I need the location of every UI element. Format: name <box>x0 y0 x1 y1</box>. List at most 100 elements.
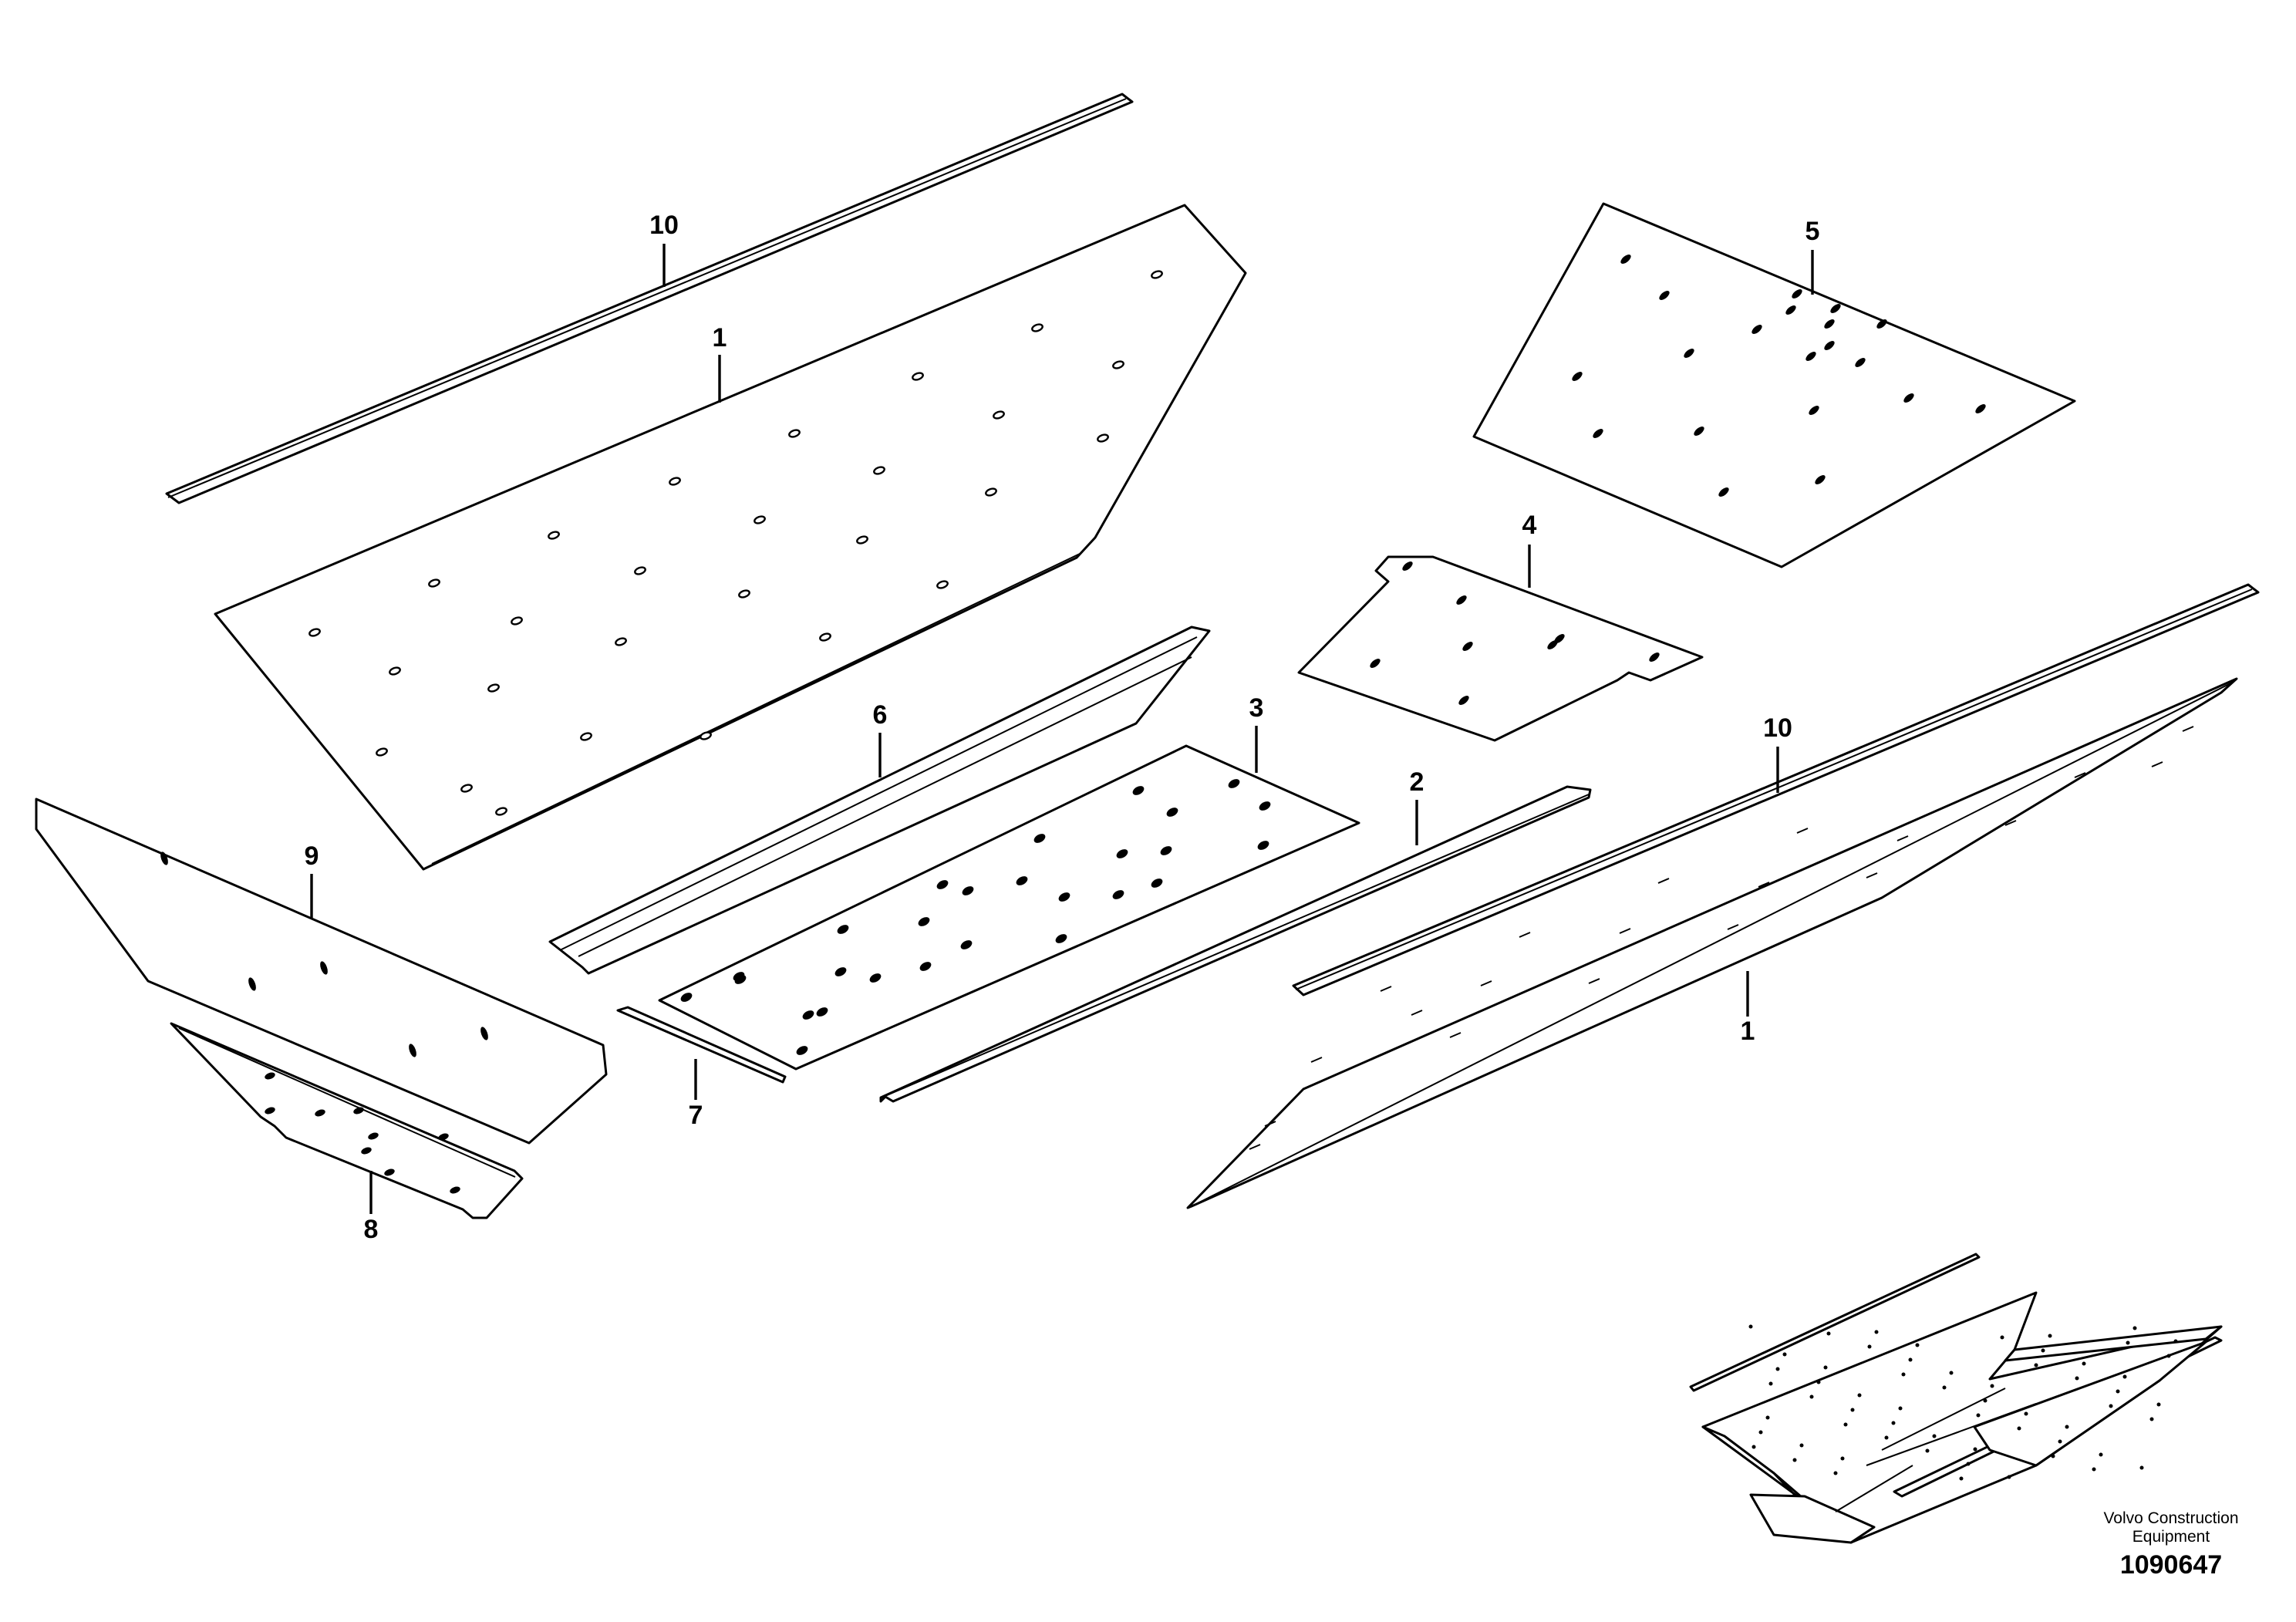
bolt-hole <box>1112 360 1124 369</box>
bolt-hole <box>738 589 750 599</box>
bolt-hole <box>1815 475 1826 484</box>
callout-3: 3 <box>1249 693 1264 723</box>
bolt-hole <box>1659 291 1670 300</box>
bolt-hole <box>1898 1406 1903 1411</box>
bolt-hole <box>1765 1415 1770 1420</box>
bolt-hole <box>1249 1144 1261 1150</box>
bolt-hole <box>2065 1425 2069 1429</box>
bolt-hole <box>2082 1361 2086 1366</box>
bolt-hole <box>1620 255 1631 264</box>
bolt-hole <box>2139 1465 2144 1470</box>
bolt-hole <box>2041 1348 2045 1353</box>
bolt-hole <box>1547 640 1558 649</box>
bolt-hole <box>1752 1445 1756 1449</box>
bolt-hole <box>1975 404 1986 413</box>
bolt-hole <box>1792 289 1802 298</box>
bolt-hole <box>2017 1426 2021 1431</box>
bolt-hole <box>1264 1121 1276 1127</box>
callout-10-top: 10 <box>649 211 679 240</box>
bolt-hole <box>353 1107 364 1114</box>
leader-lines <box>310 244 1814 1214</box>
callout-8: 8 <box>364 1215 379 1244</box>
bolt-hole <box>1824 319 1835 329</box>
bolt-hole <box>2116 1389 2120 1394</box>
part-7-sealing-strip <box>616 1006 787 1084</box>
bolt-hole <box>869 973 882 983</box>
bolt-hole <box>460 784 473 793</box>
part-4-notched-plate <box>1297 555 1704 742</box>
bolt-hole <box>1855 358 1866 367</box>
bolt-hole <box>438 1133 449 1141</box>
bolt-hole <box>788 429 801 438</box>
bolt-hole <box>1151 878 1163 888</box>
bolt-hole <box>819 632 831 642</box>
bolt-hole <box>1932 1434 1937 1438</box>
bolt-hole <box>873 466 885 475</box>
bolt-hole <box>1166 808 1178 817</box>
bolt-hole <box>1649 653 1660 662</box>
bolt-hole <box>487 683 500 693</box>
bolt-hole <box>1228 779 1240 788</box>
bolt-hole <box>796 1046 808 1055</box>
bolt-hole <box>919 962 932 971</box>
part-1-side-plate-right <box>1186 677 2238 1209</box>
bolt-hole <box>960 940 973 949</box>
bolt-hole <box>2024 1411 2028 1416</box>
bolt-hole <box>1896 835 1909 841</box>
bolt-hole <box>1758 882 1770 888</box>
part-5-floor-plate-front <box>1472 202 2076 568</box>
bolt-hole <box>1456 595 1467 605</box>
bolt-hole <box>1809 406 1819 415</box>
bolt-hole <box>1758 1430 1763 1435</box>
bolt-hole <box>1925 1448 1930 1453</box>
bolt-hole <box>1915 1343 1920 1347</box>
bolt-hole <box>1480 980 1492 986</box>
bolt-hole <box>1519 932 1531 938</box>
part-10-wear-strip-top <box>165 93 1134 504</box>
bolt-hole <box>936 880 949 889</box>
bolt-hole <box>912 372 924 381</box>
bolt-hole <box>1796 828 1809 834</box>
callout-9: 9 <box>305 841 319 871</box>
bolt-hole <box>1132 786 1145 795</box>
callout-7: 7 <box>689 1101 703 1130</box>
bolt-hole <box>548 531 560 540</box>
bolt-hole <box>2126 1340 2130 1345</box>
bolt-hole <box>315 1109 325 1117</box>
bolt-hole <box>837 925 849 934</box>
bolt-hole <box>816 1007 828 1017</box>
bolt-hole <box>1718 487 1729 497</box>
bolt-hole <box>615 637 627 646</box>
bolt-hole <box>389 666 401 676</box>
bolt-hole <box>409 1044 416 1057</box>
bolt-hole <box>2051 1454 2055 1458</box>
bolt-hole <box>580 732 592 741</box>
part-2-angle-strip <box>879 785 1592 1103</box>
bolt-hole <box>1876 319 1887 329</box>
bolt-hole <box>2149 1417 2154 1421</box>
bolt-hole <box>1949 1371 1954 1375</box>
bolt-hole <box>1843 1422 1848 1427</box>
bolt-hole <box>2058 1439 2062 1444</box>
bolt-hole <box>1619 928 1631 934</box>
bolt-hole <box>1380 986 1392 992</box>
bolt-hole <box>2156 1402 2161 1407</box>
bolt-hole <box>1942 1385 1947 1390</box>
part-1-side-plate-left <box>214 204 1247 871</box>
bolt-hole <box>754 515 766 524</box>
bolt-hole <box>1593 429 1603 438</box>
bolt-hole <box>1727 924 1739 930</box>
bolt-hole <box>1833 1471 1838 1475</box>
bolt-hole <box>1792 1458 1797 1462</box>
bolt-hole <box>1830 304 1841 313</box>
bolt-hole <box>993 410 1005 420</box>
bolt-hole <box>700 731 712 740</box>
bolt-hole <box>1850 1408 1855 1412</box>
bolt-hole <box>428 578 440 588</box>
bolt-hole <box>2132 1326 2137 1330</box>
bolt-hole <box>2048 1334 2052 1338</box>
bolt-hole <box>734 975 747 984</box>
bolt-hole <box>1031 323 1043 332</box>
bolt-hole <box>2182 726 2194 732</box>
bolt-hole <box>1867 1344 1872 1349</box>
